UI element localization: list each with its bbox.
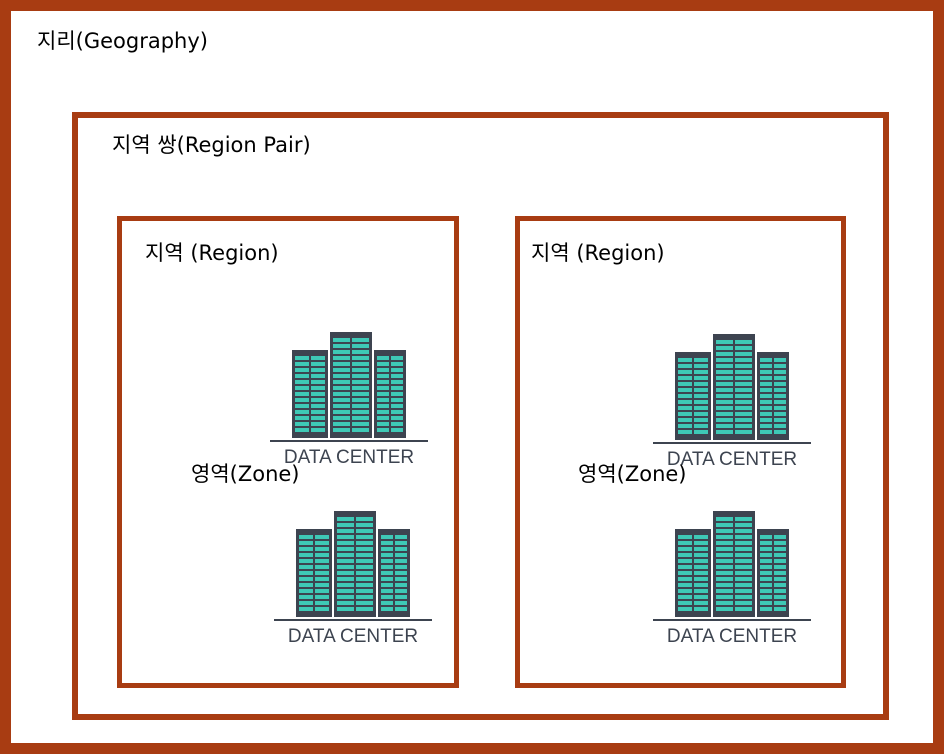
data-center-caption: DATA CENTER [284,447,414,466]
data-center-caption: DATA CENTER [667,626,797,645]
region-title-1: 지역 (Region) [145,241,279,265]
data-center-icon: DATA CENTER [651,505,811,645]
zone-label-1: 영역(Zone) [191,462,300,486]
data-center-caption: DATA CENTER [288,626,418,645]
data-center-caption: DATA CENTER [667,449,797,468]
region-title-2: 지역 (Region) [531,241,665,265]
data-center-icon: DATA CENTER [272,505,432,645]
data-center-icon: DATA CENTER [651,328,811,468]
data-center-icon: DATA CENTER [268,326,428,466]
region-pair-title: 지역 쌍(Region Pair) [112,133,311,157]
zone-label-2: 영역(Zone) [578,462,687,486]
geography-title: 지리(Geography) [37,29,208,53]
